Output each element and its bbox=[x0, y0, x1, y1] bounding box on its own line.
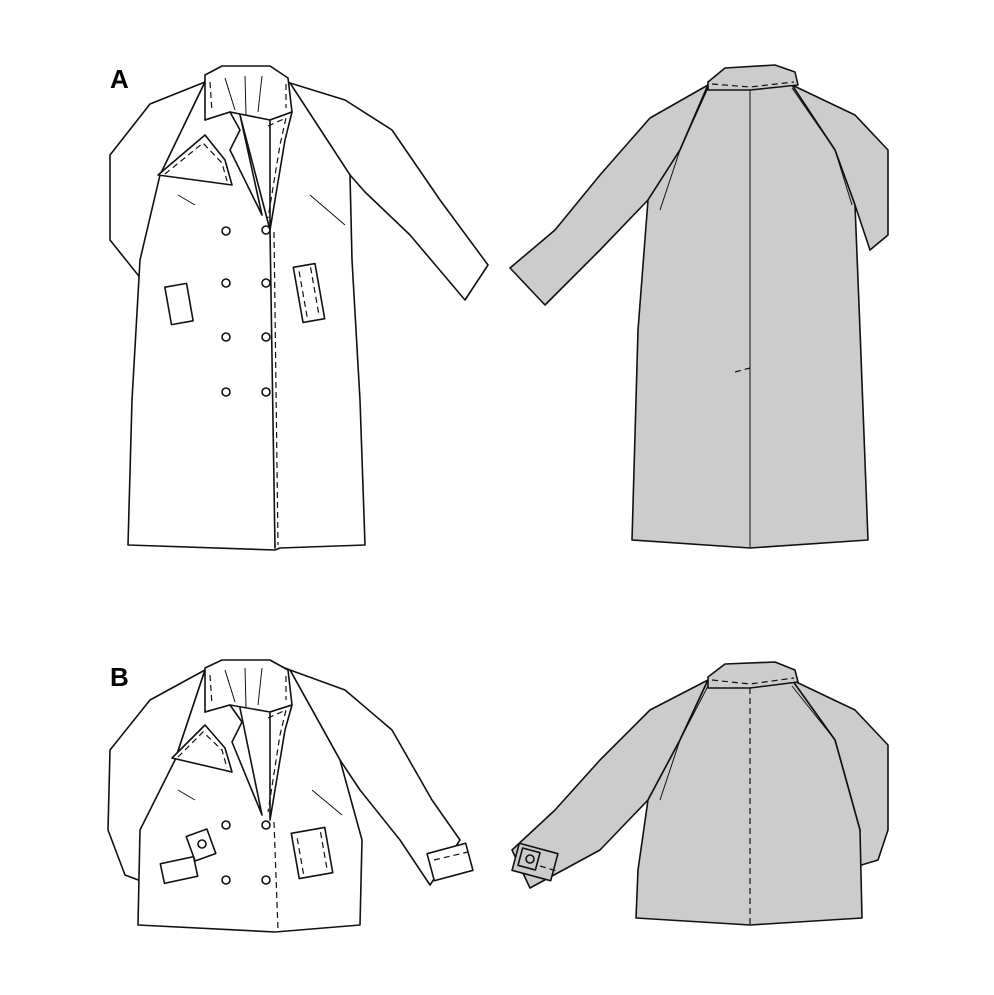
coat-b-back-cuff-tab bbox=[517, 847, 541, 871]
coat-b-front-cuff-right bbox=[426, 842, 474, 882]
coat-b-back-collar bbox=[707, 661, 799, 689]
coat-b-front-buttons bbox=[221, 820, 271, 885]
button bbox=[221, 875, 231, 885]
coat-a-front-collar bbox=[204, 65, 293, 121]
button bbox=[221, 820, 231, 830]
button bbox=[261, 387, 271, 397]
button bbox=[221, 226, 231, 236]
button bbox=[261, 875, 271, 885]
coat-a-back bbox=[509, 64, 889, 549]
coat-a-front-lapel-right bbox=[269, 111, 293, 231]
coat-a-front-right-sleeve bbox=[289, 82, 489, 301]
coat-a-front-lapel-left bbox=[204, 111, 263, 216]
view-label-a: A bbox=[110, 64, 129, 94]
coat-b-back bbox=[511, 661, 889, 926]
coat-b-front-pocket-right bbox=[290, 826, 334, 880]
coat-a-front bbox=[109, 65, 489, 551]
button bbox=[221, 278, 231, 288]
coat-b-front-lapel-left bbox=[204, 704, 263, 816]
button bbox=[261, 820, 271, 830]
button bbox=[261, 278, 271, 288]
view-label-b: B bbox=[110, 662, 129, 692]
coat-b-front-lapel-right bbox=[269, 704, 293, 821]
coat-a-front-storm-flap bbox=[157, 134, 233, 186]
coat-b-front-pocket-left bbox=[159, 855, 199, 885]
coat-b-front-cuff-tab-left bbox=[185, 828, 217, 862]
coat-b-front bbox=[107, 659, 474, 933]
coat-b-front-storm-flap bbox=[171, 724, 233, 773]
coat-b-front-collar bbox=[204, 659, 293, 713]
button bbox=[261, 332, 271, 342]
button bbox=[525, 854, 535, 864]
coat-a-front-buttons bbox=[221, 225, 271, 397]
button bbox=[197, 839, 207, 849]
coat-a-front-pocket-left bbox=[164, 282, 194, 326]
button bbox=[221, 387, 231, 397]
button bbox=[221, 332, 231, 342]
button bbox=[261, 225, 271, 235]
coat-a-front-pocket-right bbox=[292, 262, 326, 324]
